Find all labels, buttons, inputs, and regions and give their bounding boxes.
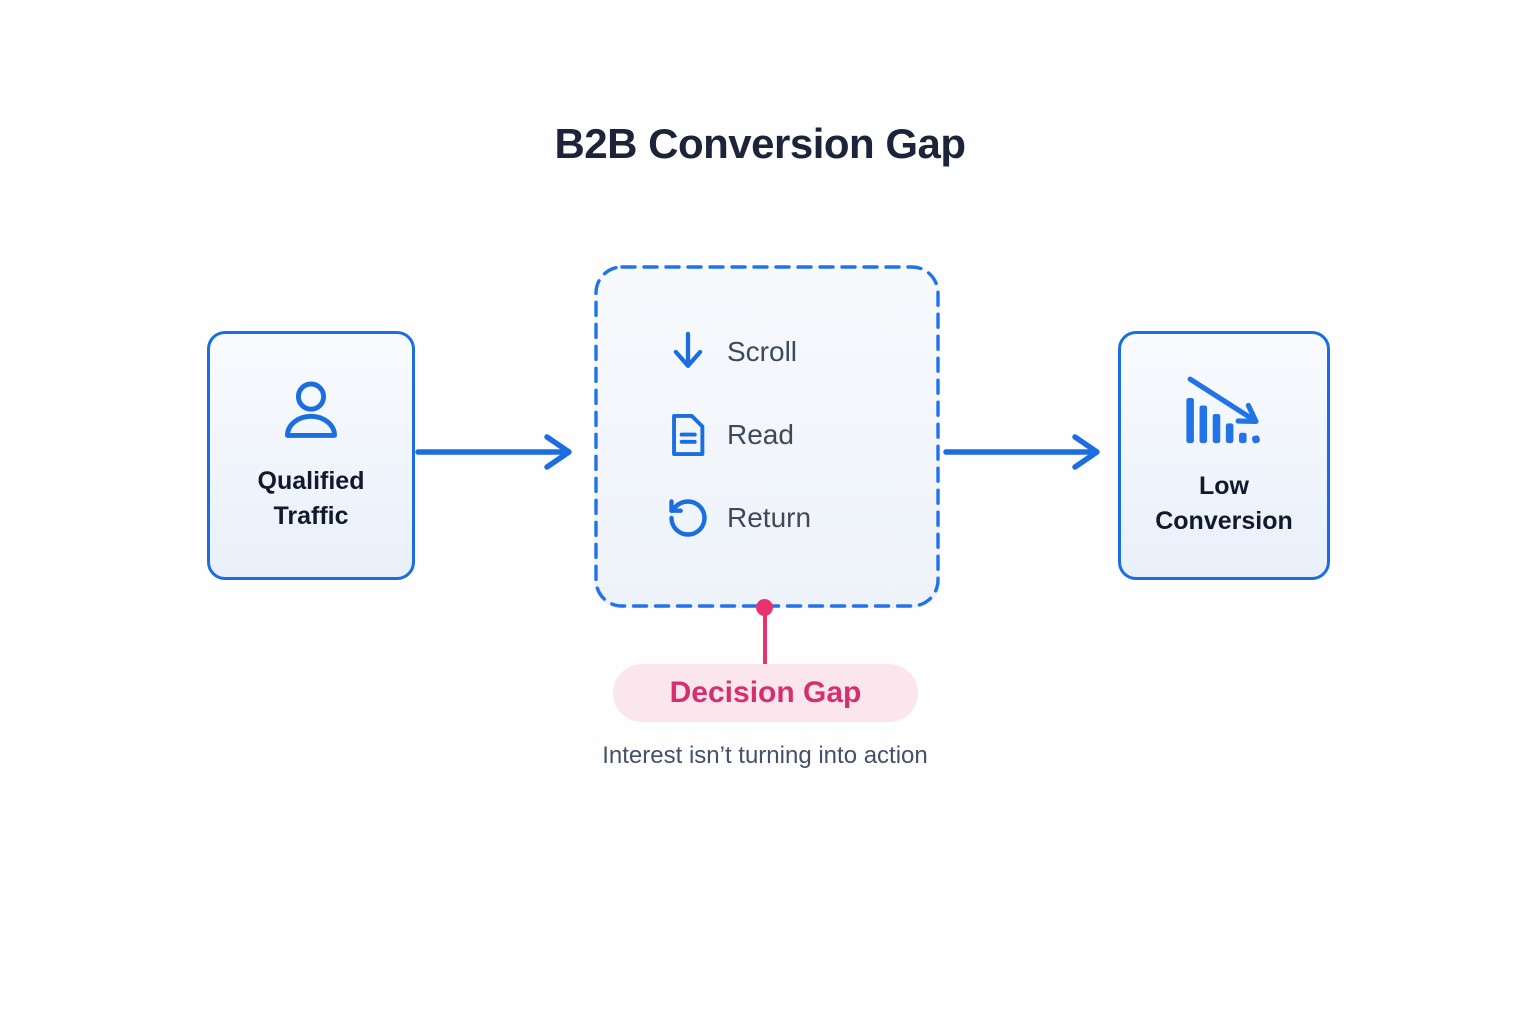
gap-anchor-dot [756, 599, 773, 616]
person-icon [276, 378, 346, 448]
phase-label-scroll: Scroll [727, 336, 798, 367]
declining-bar-chart-icon [1177, 373, 1271, 453]
document-icon [666, 410, 710, 460]
phase-row-return: Return [666, 493, 811, 543]
arrow-down-icon [666, 327, 710, 377]
low-conversion-label: Low Conversion [1155, 472, 1293, 535]
gap-connector-line [762, 614, 767, 666]
phase-row-scroll: Scroll [666, 327, 811, 377]
arrow-right-icon [943, 434, 1100, 470]
phase-row-read: Read [666, 410, 811, 460]
page-title: B2B Conversion Gap [554, 120, 966, 167]
arrow-right-icon [415, 434, 572, 470]
rotate-ccw-icon [666, 493, 710, 543]
qualified-traffic-node: Qualified Traffic [207, 331, 415, 580]
gap-caption: Interest isn’t turning into action [602, 742, 928, 769]
engagement-phase-box: Scroll Read Return [594, 265, 940, 608]
decision-gap-badge: Decision Gap [613, 664, 918, 722]
phase-item-list: Scroll Read Return [666, 327, 811, 543]
phase-label-return: Return [727, 502, 812, 533]
phase-label-read: Read [727, 419, 794, 450]
qualified-traffic-label: Qualified Traffic [257, 467, 365, 530]
low-conversion-node: Low Conversion [1118, 331, 1330, 580]
